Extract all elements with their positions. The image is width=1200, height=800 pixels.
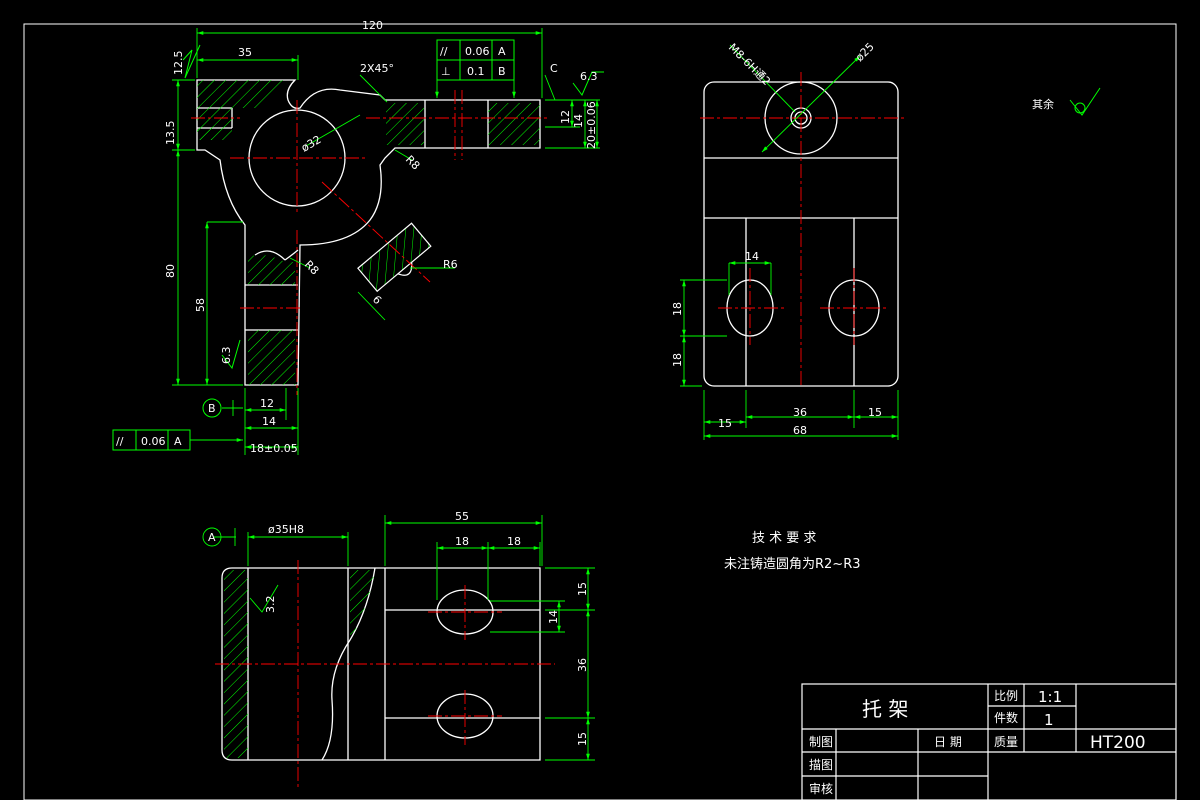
hatch-leg-lower — [248, 330, 295, 385]
fcf2-datum: B — [498, 65, 506, 78]
rv-dim-18-lower: 18 — [671, 353, 684, 367]
title-block: 托 架 比例 1:1 件数 1 制图 日 期 质量 HT200 描图 审核 — [801, 683, 1177, 800]
roughness-6-3-leg: 6.3 — [220, 347, 233, 365]
qty-label: 件数 — [994, 710, 1018, 725]
rv-dim-36: 36 — [793, 406, 807, 419]
fv-dia-35h8: ø35H8 — [268, 523, 304, 536]
front-view-centerlines — [215, 560, 555, 790]
sheet-border — [23, 23, 1177, 800]
dim-12-right: 12 — [559, 110, 572, 124]
roughness-marks — [182, 44, 604, 370]
material: HT200 — [1090, 733, 1146, 753]
fcf1-symbol: // — [440, 45, 448, 58]
dim-35: 35 — [238, 46, 252, 59]
date-label: 日 期 — [934, 735, 962, 749]
scale-value: 1:1 — [1038, 688, 1062, 706]
front-view: A ø35H8 55 18 18 3.2 15 14 36 15 — [202, 510, 595, 790]
dim-120: 120 — [362, 19, 383, 32]
tech-req-title: 技 术 要 求 — [752, 531, 816, 546]
dim-12-bottom: 12 — [260, 397, 274, 410]
roughness-12-5: 12.5 — [172, 51, 185, 76]
tech-req-line1: 未注铸造圆角为R2~R3 — [724, 556, 861, 572]
qty-value: 1 — [1044, 711, 1054, 729]
dim-20-tolerance: 20±0.06 — [585, 101, 598, 149]
fcf2-value: 0.1 — [467, 65, 485, 78]
chamfer-label: 2X45° — [360, 62, 394, 75]
hatch-top-left — [197, 80, 285, 140]
hatch-leg-upper — [248, 254, 295, 285]
fv-hatch-right — [350, 570, 375, 640]
roughness-note: 其余 — [1032, 97, 1054, 111]
rv-dim-15-left: 15 — [718, 417, 732, 430]
fv-dim-18-left: 18 — [455, 535, 469, 548]
fv-dim-36: 36 — [576, 658, 589, 672]
mass-label: 质量 — [994, 735, 1018, 749]
datum-a-label: A — [208, 531, 216, 544]
fv-dim-18-right: 18 — [507, 535, 521, 548]
top-view: 120 35 2X45° C 12.5 6.3 6.3 13.5 80 58 1… — [112, 19, 604, 455]
roughness-6-3-right: 6.3 — [580, 70, 598, 83]
checked-label: 审核 — [809, 781, 833, 796]
fv-dim-15-top: 15 — [576, 582, 589, 596]
hatch-top-left-lower — [197, 128, 232, 140]
rv-dim-68: 68 — [793, 424, 807, 437]
top-view-centerlines — [191, 90, 550, 395]
front-view-dimlines — [202, 515, 595, 761]
dim-58: 58 — [194, 298, 207, 312]
fcf2-symbol: ⊥ — [441, 65, 451, 78]
hatch-right-arm — [488, 103, 540, 145]
fcf3-symbol: // — [116, 435, 124, 448]
tech-requirements: 技 术 要 求 未注铸造圆角为R2~R3 — [724, 531, 861, 572]
fcf3-datum: A — [174, 435, 182, 448]
surface-c-label: C — [550, 62, 558, 75]
title-block-grid — [801, 683, 1177, 800]
fcf3-value: 0.06 — [141, 435, 166, 448]
roughness-general: 其余 — [1032, 87, 1101, 116]
traced-label: 描图 — [809, 758, 833, 772]
dim-14-bottom: 14 — [262, 415, 276, 428]
dim-14-right: 14 — [572, 114, 585, 128]
right-view-dimlines — [680, 44, 899, 440]
drawn-label: 制图 — [809, 735, 833, 749]
part-name: 托 架 — [862, 697, 908, 721]
dim-18-tolerance: 18±0.05 — [250, 442, 298, 455]
dim-80: 80 — [164, 264, 177, 278]
rv-dim-18-upper: 18 — [671, 302, 684, 316]
fv-dim-14: 14 — [547, 610, 560, 624]
fv-roughness-3-2: 3.2 — [264, 596, 277, 614]
top-view-dimlines — [172, 28, 600, 455]
fillet-r6: R6 — [443, 258, 458, 271]
rv-dim-14: 14 — [745, 250, 759, 263]
rv-dim-15-right: 15 — [868, 406, 882, 419]
fv-dim-55: 55 — [455, 510, 469, 523]
scale-label: 比例 — [994, 689, 1018, 703]
fv-dim-15-bottom: 15 — [576, 732, 589, 746]
fcf1-datum: A — [498, 45, 506, 58]
hatch-arm-mid — [386, 103, 424, 145]
datum-b-label: B — [208, 402, 216, 415]
fcf1-value: 0.06 — [465, 45, 490, 58]
dim-13-5: 13.5 — [164, 121, 177, 146]
fcf-frames — [112, 39, 515, 451]
